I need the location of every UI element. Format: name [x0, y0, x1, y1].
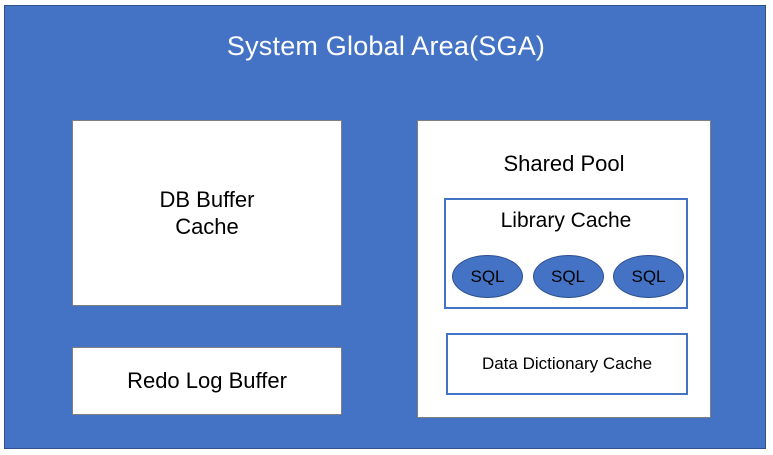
sga-container: System Global Area(SGA) DB Buffer Cache … — [4, 5, 766, 449]
shared-pool-box: Shared Pool Library Cache SQL SQL SQL Da… — [417, 120, 711, 418]
sql-oval: SQL — [452, 254, 523, 298]
sql-oval: SQL — [532, 254, 604, 298]
sga-title: System Global Area(SGA) — [226, 31, 546, 61]
redo-log-buffer-box: Redo Log Buffer — [72, 347, 342, 415]
sql-oval: SQL — [613, 254, 684, 298]
db-buffer-cache-box: DB Buffer Cache — [72, 120, 342, 306]
redo-log-buffer-label: Redo Log Buffer — [127, 368, 287, 394]
sql-oval-row: SQL SQL SQL — [452, 253, 684, 299]
library-cache-box: Library Cache SQL SQL SQL — [444, 198, 688, 309]
shared-pool-label: Shared Pool — [503, 151, 625, 176]
data-dictionary-cache-box: Data Dictionary Cache — [446, 333, 688, 395]
library-cache-label: Library Cache — [500, 209, 632, 232]
db-buffer-cache-label: DB Buffer Cache — [159, 186, 255, 240]
data-dictionary-cache-label: Data Dictionary Cache — [481, 354, 653, 374]
